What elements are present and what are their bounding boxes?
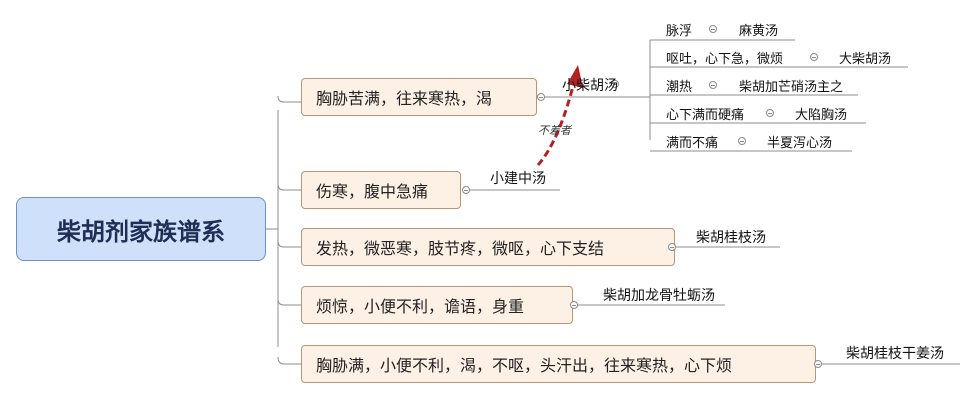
sub-formula-0[interactable]: 麻黄汤 (739, 24, 779, 39)
sub-formula-3[interactable]: 大陷胸汤 (795, 108, 848, 123)
sub-symptom-2[interactable]: 潮热 (666, 80, 693, 95)
collapse-toggle-icon[interactable] (709, 25, 717, 33)
collapse-toggle-icon[interactable] (766, 109, 774, 117)
formula-label-1[interactable]: 小建中汤 (490, 171, 546, 187)
collapse-toggle-icon[interactable] (668, 243, 676, 251)
sub-formula-4[interactable]: 半夏泻心汤 (767, 136, 833, 151)
relation-arrowhead (567, 65, 583, 88)
collapse-toggle-icon[interactable] (537, 93, 545, 101)
collapse-toggle-icon[interactable] (462, 186, 470, 194)
collapse-toggle-icon[interactable] (738, 137, 746, 145)
formula-label-3[interactable]: 柴胡加龙骨牡蛎汤 (603, 288, 715, 304)
relation-arrow (536, 77, 577, 166)
formula-label-0[interactable]: 小柴胡汤 (562, 78, 618, 94)
sub-formula-2[interactable]: 柴胡加芒硝汤主之 (739, 80, 844, 95)
sub-symptom-4[interactable]: 满而不痛 (666, 136, 719, 151)
sub-symptom-3[interactable]: 心下满而硬痛 (666, 108, 745, 123)
collapse-toggle-icon[interactable] (814, 360, 822, 368)
collapse-toggle-icon[interactable] (709, 81, 717, 89)
symptom-node-3[interactable]: 烦惊，小便不利，谵语，身重 (301, 286, 573, 324)
collapse-toggle-icon[interactable] (570, 301, 578, 309)
formula-label-4[interactable]: 柴胡桂枝干姜汤 (846, 346, 944, 362)
symptom-node-1[interactable]: 伤寒，腹中急痛 (301, 171, 461, 209)
collapse-toggle-icon[interactable] (810, 53, 818, 61)
sub-symptom-1[interactable]: 呕吐，心下急，微烦 (666, 52, 784, 67)
collapse-toggle-icon[interactable] (611, 80, 619, 88)
root-node[interactable]: 柴胡剂家族谱系 (16, 197, 266, 261)
sub-symptom-0[interactable]: 脉浮 (666, 24, 693, 39)
symptom-node-2[interactable]: 发热，微恶寒，肢节疼，微呕，心下支结 (301, 228, 675, 266)
symptom-node-4[interactable]: 胸胁满，小便不利，渴，不呕，头汗出，往来寒热，心下烦 (301, 345, 816, 383)
symptom-node-0[interactable]: 胸胁苦满，往来寒热，渴 (301, 78, 537, 116)
relation-label: 不差者 (538, 124, 571, 137)
sub-formula-1[interactable]: 大柴胡汤 (839, 52, 892, 67)
formula-label-2[interactable]: 柴胡桂枝汤 (696, 230, 766, 246)
